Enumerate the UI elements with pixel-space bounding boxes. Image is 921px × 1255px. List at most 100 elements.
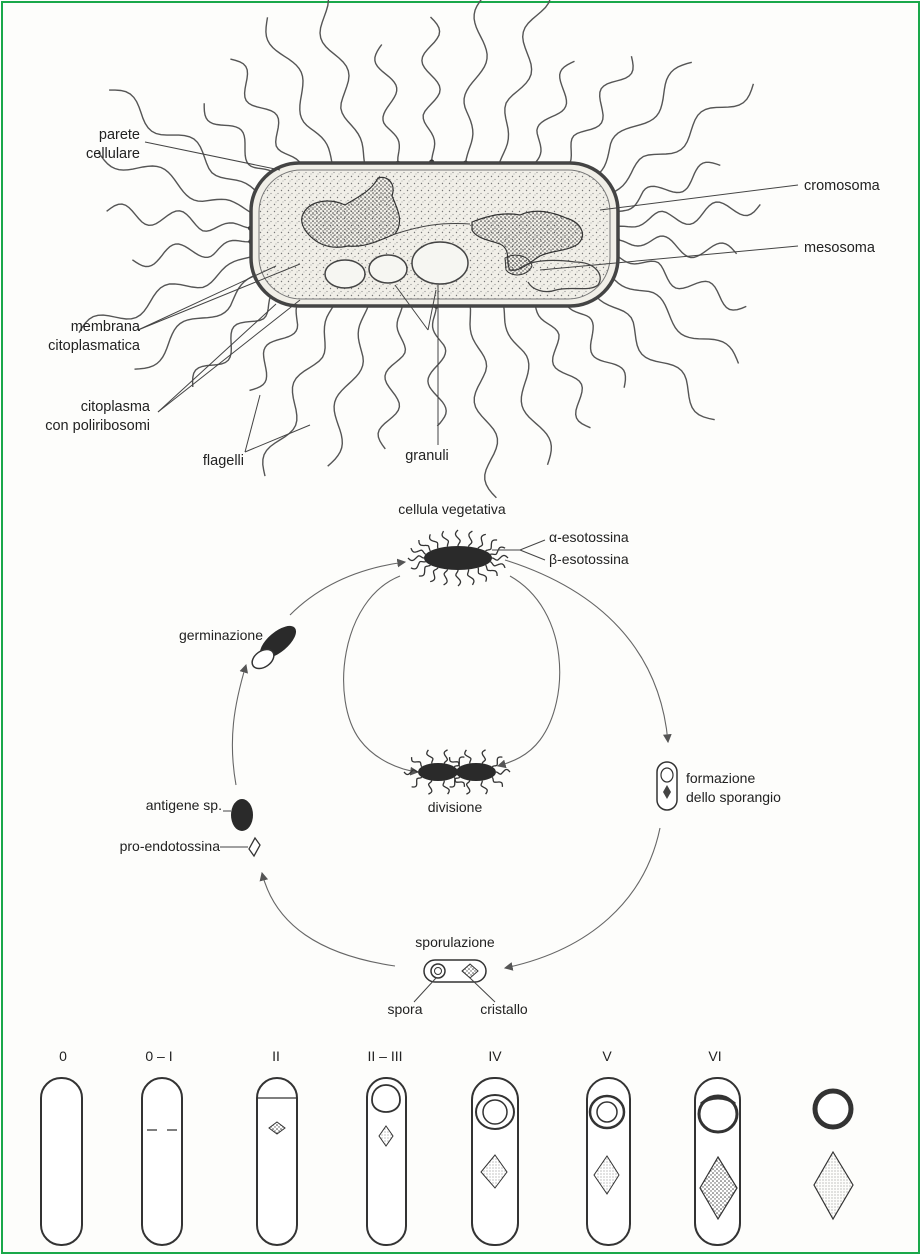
flagellum bbox=[263, 296, 339, 476]
stage-label-IV: IV bbox=[488, 1048, 502, 1064]
flagellum bbox=[617, 202, 760, 227]
stage-II-III bbox=[367, 1078, 406, 1245]
flagellum-small bbox=[478, 534, 486, 548]
label-flagelli: flagelli bbox=[203, 453, 244, 469]
flagellum-small bbox=[443, 781, 449, 795]
flagellum bbox=[422, 17, 440, 162]
flagellum-small bbox=[430, 568, 438, 582]
flagellum bbox=[470, 305, 497, 498]
flagellum-small bbox=[482, 750, 485, 764]
flagellum bbox=[375, 45, 399, 164]
flagellum-small bbox=[490, 547, 505, 554]
flagellum-small bbox=[419, 565, 431, 576]
label-parete: parete bbox=[99, 127, 140, 143]
label-beta-esotossina: β-esotossina bbox=[549, 551, 629, 567]
sporulation-cell bbox=[424, 960, 486, 982]
flagellum bbox=[617, 236, 736, 257]
flagellum bbox=[428, 306, 446, 426]
free-spore-and-crystal bbox=[814, 1091, 853, 1219]
stage-label-0-I: 0 – I bbox=[145, 1048, 172, 1064]
flagellum-small bbox=[490, 562, 505, 568]
flagellum bbox=[610, 162, 720, 213]
label-citoplasma: citoplasma bbox=[81, 399, 151, 415]
flagellum-small bbox=[442, 531, 448, 547]
flagellum bbox=[498, 0, 551, 166]
flagellum-small bbox=[465, 750, 471, 764]
flagellum-small bbox=[408, 556, 424, 561]
label-antigene: antigene sp. bbox=[146, 797, 222, 813]
flagellum-small bbox=[456, 570, 461, 586]
label-granuli: granuli bbox=[405, 448, 449, 464]
stage-0 bbox=[41, 1078, 82, 1245]
flagellum-small bbox=[411, 548, 426, 554]
flagellum bbox=[600, 265, 739, 363]
label-alfa-esotossina: α-esotossina bbox=[549, 529, 629, 545]
label-cristallo: cristallo bbox=[480, 1001, 528, 1017]
vegetative-cell bbox=[408, 530, 508, 586]
label-mesosoma: mesosoma bbox=[804, 240, 876, 256]
flagellum bbox=[529, 61, 575, 172]
flagellum-small bbox=[419, 540, 431, 551]
stage-label-II: II bbox=[272, 1048, 280, 1064]
flagellum-small bbox=[444, 569, 448, 585]
flagellum-small bbox=[427, 750, 433, 764]
pro-endotoxin-crystal bbox=[249, 838, 260, 856]
flagellum-small bbox=[411, 562, 426, 569]
stage-label-V: V bbox=[602, 1048, 612, 1064]
label-pro-endotossina: pro-endotossina bbox=[120, 838, 221, 854]
label-cromosoma: cromosoma bbox=[804, 178, 881, 194]
flagellum bbox=[135, 267, 271, 369]
label-sporulazione: sporulazione bbox=[415, 934, 495, 950]
label-cellula-vegetativa: cellula vegetativa bbox=[398, 501, 506, 517]
flagellum-small bbox=[492, 556, 508, 561]
life-cycle-arrows bbox=[232, 560, 668, 968]
flagellum bbox=[464, 0, 487, 163]
stage-VI bbox=[695, 1078, 740, 1245]
label-poliribosomi: con poliribosomi bbox=[45, 418, 150, 434]
flagellum-small bbox=[478, 568, 486, 582]
flagellum-small bbox=[468, 569, 474, 585]
stage-IV bbox=[472, 1078, 518, 1245]
flagellum bbox=[314, 0, 366, 167]
stage-label-VI: VI bbox=[708, 1048, 721, 1064]
flagellum-small bbox=[481, 781, 487, 795]
flagellum-small bbox=[412, 777, 422, 787]
label-citoplasmatica: citoplasmatica bbox=[48, 338, 141, 354]
flagellum bbox=[503, 301, 552, 465]
sporangium bbox=[657, 762, 677, 810]
flagellum-small bbox=[486, 540, 498, 551]
flagellum bbox=[582, 277, 715, 420]
toxin-fork bbox=[492, 540, 545, 560]
flagellum bbox=[266, 17, 335, 173]
label-divisione: divisione bbox=[428, 799, 483, 815]
label-membrana: membrana bbox=[71, 319, 141, 335]
stage-0-I bbox=[142, 1078, 182, 1245]
flagellum-small bbox=[456, 530, 461, 546]
stage-label-0: 0 bbox=[59, 1048, 67, 1064]
flagellum-small bbox=[428, 781, 431, 795]
flagellum-small bbox=[486, 565, 498, 576]
stage-V bbox=[587, 1078, 630, 1245]
flagellum-small bbox=[496, 770, 510, 775]
stage-label-II-III: II – III bbox=[367, 1048, 402, 1064]
flagellum-small bbox=[469, 531, 473, 547]
label-dello-sporangio: dello sporangio bbox=[686, 789, 781, 805]
label-formazione: formazione bbox=[686, 770, 755, 786]
label-cellulare: cellulare bbox=[86, 146, 140, 162]
dividing-cells bbox=[404, 750, 510, 794]
flagellum-small bbox=[412, 757, 422, 767]
flagellum-small bbox=[444, 750, 447, 764]
stage-II bbox=[257, 1078, 297, 1245]
label-germinazione: germinazione bbox=[179, 627, 263, 643]
flagellum-small bbox=[492, 777, 502, 787]
flagellum bbox=[107, 204, 251, 231]
flagellum-small bbox=[430, 534, 438, 548]
flagellum bbox=[378, 305, 405, 449]
label-spora: spora bbox=[387, 1001, 422, 1017]
antigen-spore bbox=[231, 799, 253, 831]
stage-labels: 0 0 – I II II – III IV V VI bbox=[59, 1048, 722, 1064]
flagellum bbox=[328, 302, 370, 467]
flagellum bbox=[598, 84, 754, 201]
flagellum-small bbox=[466, 781, 469, 795]
